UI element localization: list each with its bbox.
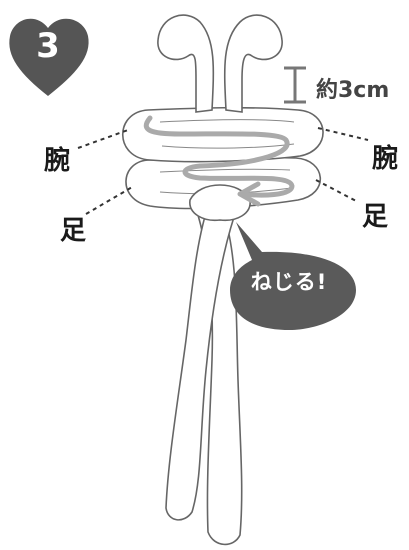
label-leg-left: 足 — [60, 216, 87, 246]
ear-left — [157, 14, 215, 113]
step-number: 3 — [36, 26, 60, 66]
label-arm-left: 腕 — [44, 146, 71, 176]
arrow-head-icon — [237, 181, 261, 207]
heart-badge-icon — [9, 18, 89, 96]
leg-strand-left — [165, 199, 240, 521]
ear-right — [223, 14, 283, 113]
measure-bracket-icon — [284, 66, 306, 104]
twist-callout-text: ねじる! — [250, 270, 328, 294]
label-arm-right: 腕 — [372, 144, 399, 174]
twist-callout-bubble — [230, 222, 356, 330]
label-leg-right: 足 — [362, 202, 389, 232]
leader-leg-right — [315, 179, 359, 203]
measurement-label: 約3cm — [316, 78, 390, 103]
winding-arrow — [143, 115, 295, 198]
leader-arm-left — [77, 129, 129, 149]
leader-leg-left — [85, 185, 135, 215]
twist-section — [189, 184, 251, 222]
leader-arm-right — [317, 127, 369, 141]
